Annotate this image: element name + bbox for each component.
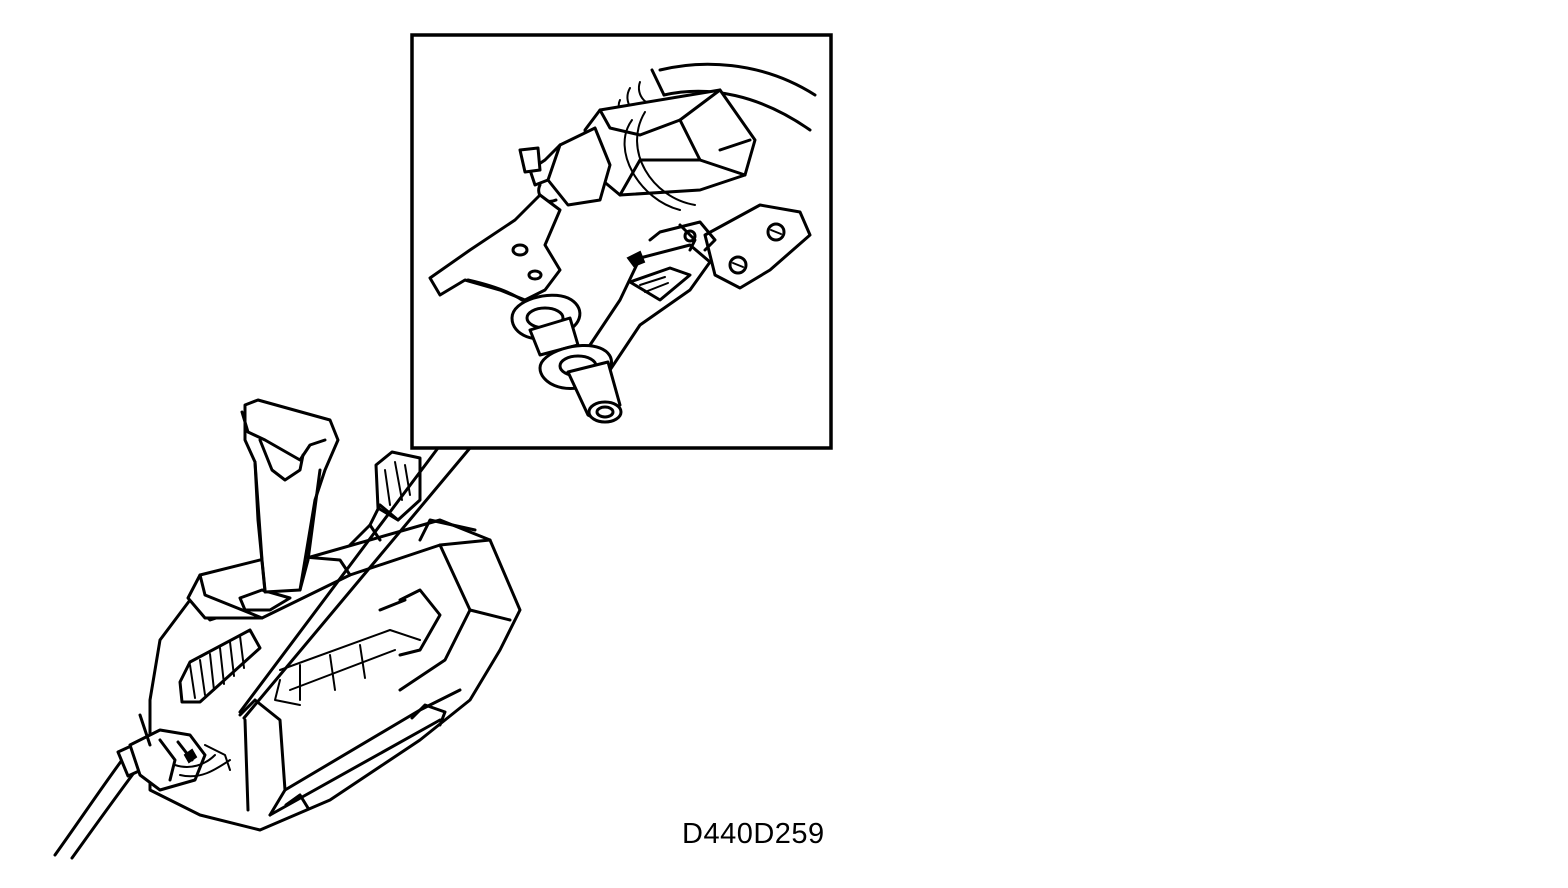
inset-wiring-harness	[617, 62, 817, 132]
inset-mounting-plate	[703, 203, 812, 290]
inset-actuator-arm	[578, 220, 717, 372]
gear-lever	[240, 398, 340, 594]
front-switch-wiring	[128, 713, 231, 792]
detail-inset	[410, 33, 833, 450]
callout-leader	[238, 446, 472, 720]
top-connector	[348, 450, 422, 547]
position-indicator-strip	[178, 628, 262, 704]
figure-code-label: D440D259	[682, 818, 825, 850]
inset-bracket	[428, 193, 562, 302]
inset-pin-assembly	[510, 293, 623, 424]
gear-selector-assembly	[53, 398, 522, 860]
